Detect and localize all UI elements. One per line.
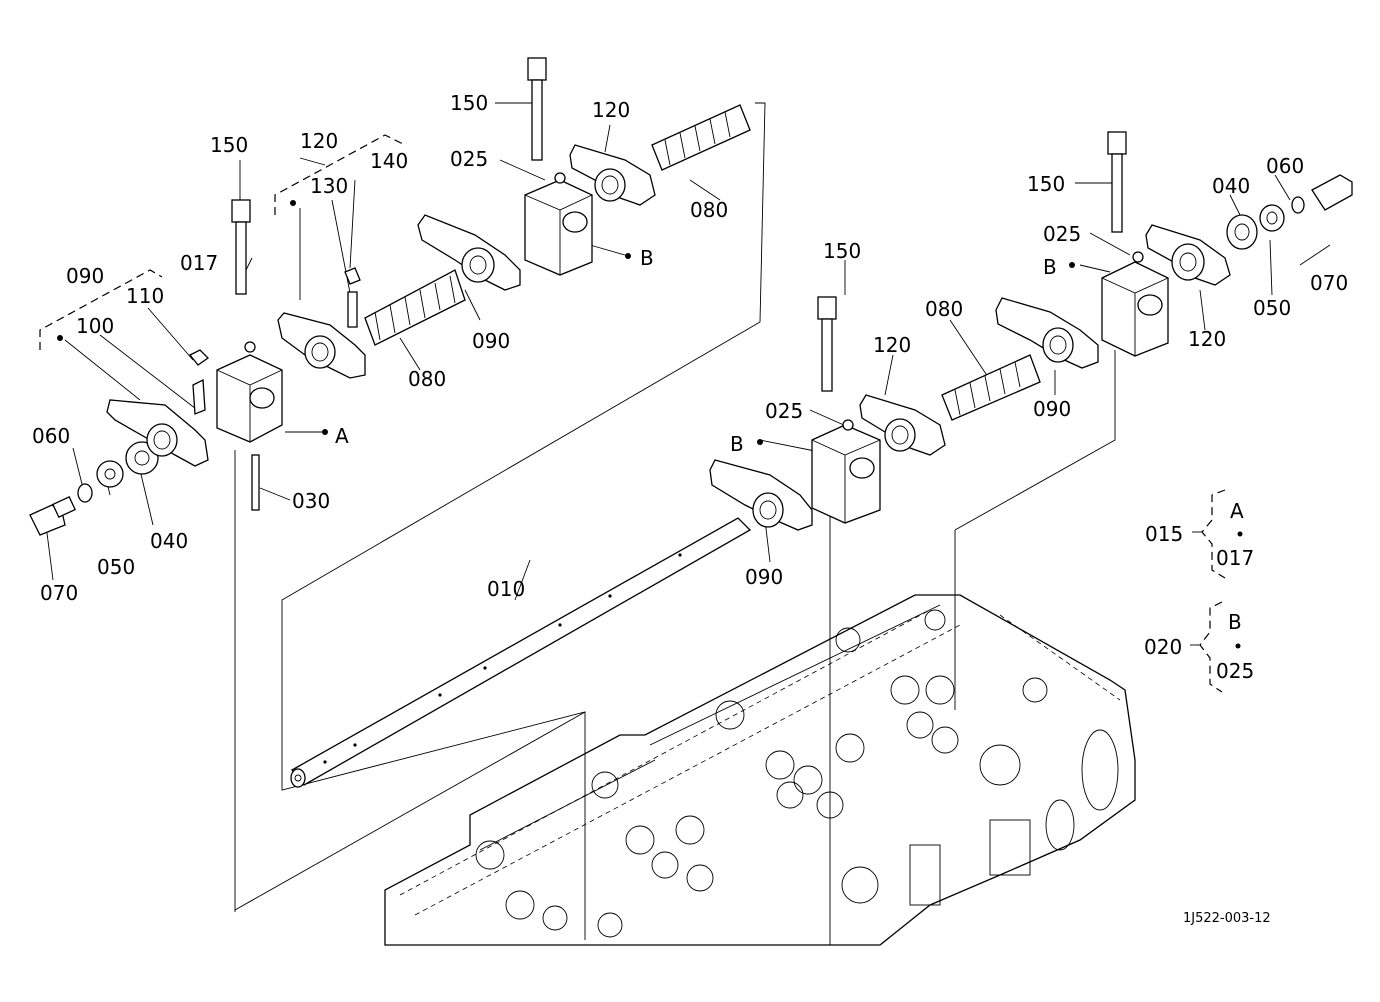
spring-left: [364, 269, 466, 346]
marker-b: B: [730, 432, 744, 456]
callout-150: 150: [450, 91, 488, 115]
callout-030: 030: [292, 489, 330, 513]
callout-080: 080: [925, 297, 963, 321]
callout-110: 110: [126, 284, 164, 308]
callout-090: 090: [745, 565, 783, 589]
parts: [29, 57, 1353, 788]
rocker-arm-right: [995, 297, 1099, 369]
left-end-parts: [29, 441, 159, 536]
rocker-arm-centre: [417, 214, 521, 291]
callout-080: 080: [690, 198, 728, 222]
callout-080: 080: [408, 367, 446, 391]
legend-code-015: 015: [1145, 522, 1183, 546]
callout-090: 090: [472, 329, 510, 353]
callout-150: 150: [1027, 172, 1065, 196]
legend-letter-b: B: [1228, 610, 1242, 634]
bracket-b-right: [1101, 131, 1169, 357]
legend-code-020: 020: [1144, 635, 1182, 659]
callout-025: 025: [450, 147, 488, 171]
legend-part-025: 025: [1216, 659, 1254, 683]
bolt-left: [231, 199, 251, 295]
callout-025: 025: [765, 399, 803, 423]
callout-140: 140: [370, 149, 408, 173]
drawing-number: 1J522-003-12: [1183, 911, 1271, 926]
spring-right: [941, 354, 1041, 421]
callout-100: 100: [76, 314, 114, 338]
callout-070: 070: [40, 581, 78, 605]
rocker-arm-left: [106, 349, 210, 467]
rocker-arm-upper-right: [1145, 224, 1231, 286]
bracket-b-middle: [811, 296, 881, 524]
callout-040: 040: [1212, 174, 1250, 198]
rocker-arm-bottom-middle: [709, 459, 813, 531]
callout-090: 090: [66, 264, 104, 288]
callout-017: 017: [180, 251, 218, 275]
callout-120: 120: [592, 98, 630, 122]
legend-letter-a: A: [1230, 499, 1244, 523]
rocker-arm-upper-left: [277, 267, 366, 379]
callout-090: 090: [1033, 397, 1071, 421]
marker-b: B: [1043, 255, 1057, 279]
bracket-b-top: [524, 172, 593, 276]
callout-120: 120: [1188, 327, 1226, 351]
bolt-top: [527, 57, 547, 161]
callout-060: 060: [32, 424, 70, 448]
callout-040: 040: [150, 529, 188, 553]
bracket-a: [216, 341, 283, 511]
right-end-parts: [1226, 174, 1353, 250]
rocker-shaft: [290, 517, 752, 788]
callout-labels: 150 120 140 130 017 090 110 100 060 070 …: [32, 91, 1348, 605]
callout-120: 120: [873, 333, 911, 357]
cylinder-head: [384, 594, 1136, 946]
callout-120: 120: [300, 129, 338, 153]
callout-050: 050: [1253, 296, 1291, 320]
legend-part-017: 017: [1216, 546, 1254, 570]
rocker-arm-middle: [859, 394, 946, 456]
callout-150: 150: [823, 239, 861, 263]
callout-130: 130: [310, 174, 348, 198]
marker-b: B: [640, 246, 654, 270]
marker-dots: [57, 200, 1243, 649]
callout-060: 060: [1266, 154, 1304, 178]
callout-010: 010: [487, 577, 525, 601]
callout-050: 050: [97, 555, 135, 579]
assembly-legend: 015 A 017 020 B 025: [1144, 489, 1254, 693]
callout-150: 150: [210, 133, 248, 157]
rocker-arm-top: [569, 104, 751, 206]
callout-070: 070: [1310, 271, 1348, 295]
marker-a: A: [335, 424, 349, 448]
callout-025: 025: [1043, 222, 1081, 246]
marker-labels: A B B B: [335, 246, 1057, 456]
